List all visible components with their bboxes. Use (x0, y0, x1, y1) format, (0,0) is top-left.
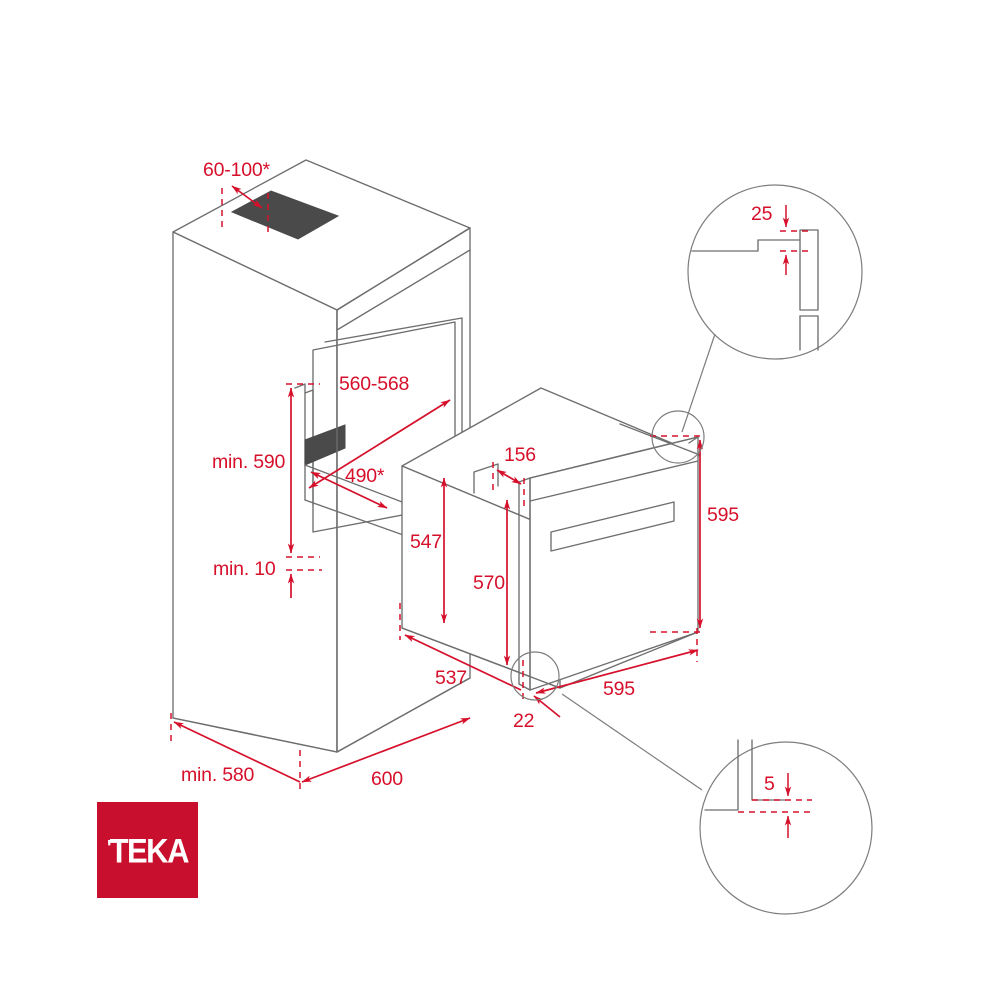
detail-bottom-panel-left (704, 739, 739, 811)
oven-bottom-left-edge (401, 627, 561, 689)
detail-view-bottom: 5 (510, 651, 873, 915)
detail-top-leader-line (681, 333, 716, 433)
dim-label-570: 570 (473, 572, 505, 594)
dim-line-595-width (535, 649, 699, 694)
oven-top-rear-step (619, 423, 701, 456)
oven-top-right-step (688, 436, 699, 444)
dim-line-min580 (173, 721, 301, 783)
dim-line-22 (533, 695, 561, 718)
teka-tick-mark: ' (107, 836, 111, 860)
dim-label-min10: min. 10 (213, 558, 276, 580)
dim-line-600 (301, 717, 471, 783)
detail-top-circle-boundary (687, 184, 863, 360)
cabinet-shelf-line (336, 249, 471, 331)
dim-label-560-568: 560-568 (339, 373, 409, 395)
dim-line-60-100 (231, 185, 263, 209)
detail-bottom-leader-line (561, 693, 703, 791)
dim-label-537: 537 (435, 667, 467, 689)
dim-label-547: 547 (410, 531, 442, 553)
detail-bottom-callout-circle (510, 651, 560, 701)
oven-dimension-group: 156 547 570 595 537 595 22 (399, 435, 739, 732)
oven-door-left-bottom (518, 683, 531, 691)
oven-door-bevel-line (529, 460, 699, 502)
dim-line-490 (310, 471, 388, 509)
dim-label-22: 22 (513, 710, 534, 732)
detail-bottom-circle-boundary (699, 741, 873, 915)
teka-wordmark: 'TEKA (107, 830, 190, 870)
niche-detail-a (304, 389, 314, 394)
oven-front-door (529, 436, 699, 691)
dim-line-537 (404, 634, 522, 691)
dim-label-60-100: 60-100* (203, 159, 271, 181)
teka-brand-name: TEKA (109, 830, 190, 870)
dim-label-595-height: 595 (707, 504, 739, 526)
dim-label-25: 25 (751, 203, 773, 225)
dim-label-min580: min. 580 (181, 764, 255, 786)
cabinet-top-edge (336, 227, 471, 311)
detail-view-top: 25 (651, 184, 863, 464)
dim-label-min590: min. 590 (212, 451, 286, 473)
dim-label-600: 600 (371, 768, 403, 790)
dim-line-156 (496, 469, 522, 485)
oven-door-handle (550, 501, 675, 552)
cabinet-dimension-group: 60-100* 560-568 min. 590 490* min. 10 mi… (170, 159, 471, 790)
dim-label-595-width: 595 (603, 678, 635, 700)
dim-label-156: 156 (504, 444, 536, 466)
detail-top-profile-shelf (691, 239, 801, 252)
detail-top-panel-upper (799, 229, 819, 311)
detail-top-callout-circle (651, 410, 705, 464)
dim-label-490: 490* (345, 465, 385, 487)
teka-logo: 'TEKA (97, 802, 198, 898)
dim-label-5: 5 (764, 773, 775, 795)
